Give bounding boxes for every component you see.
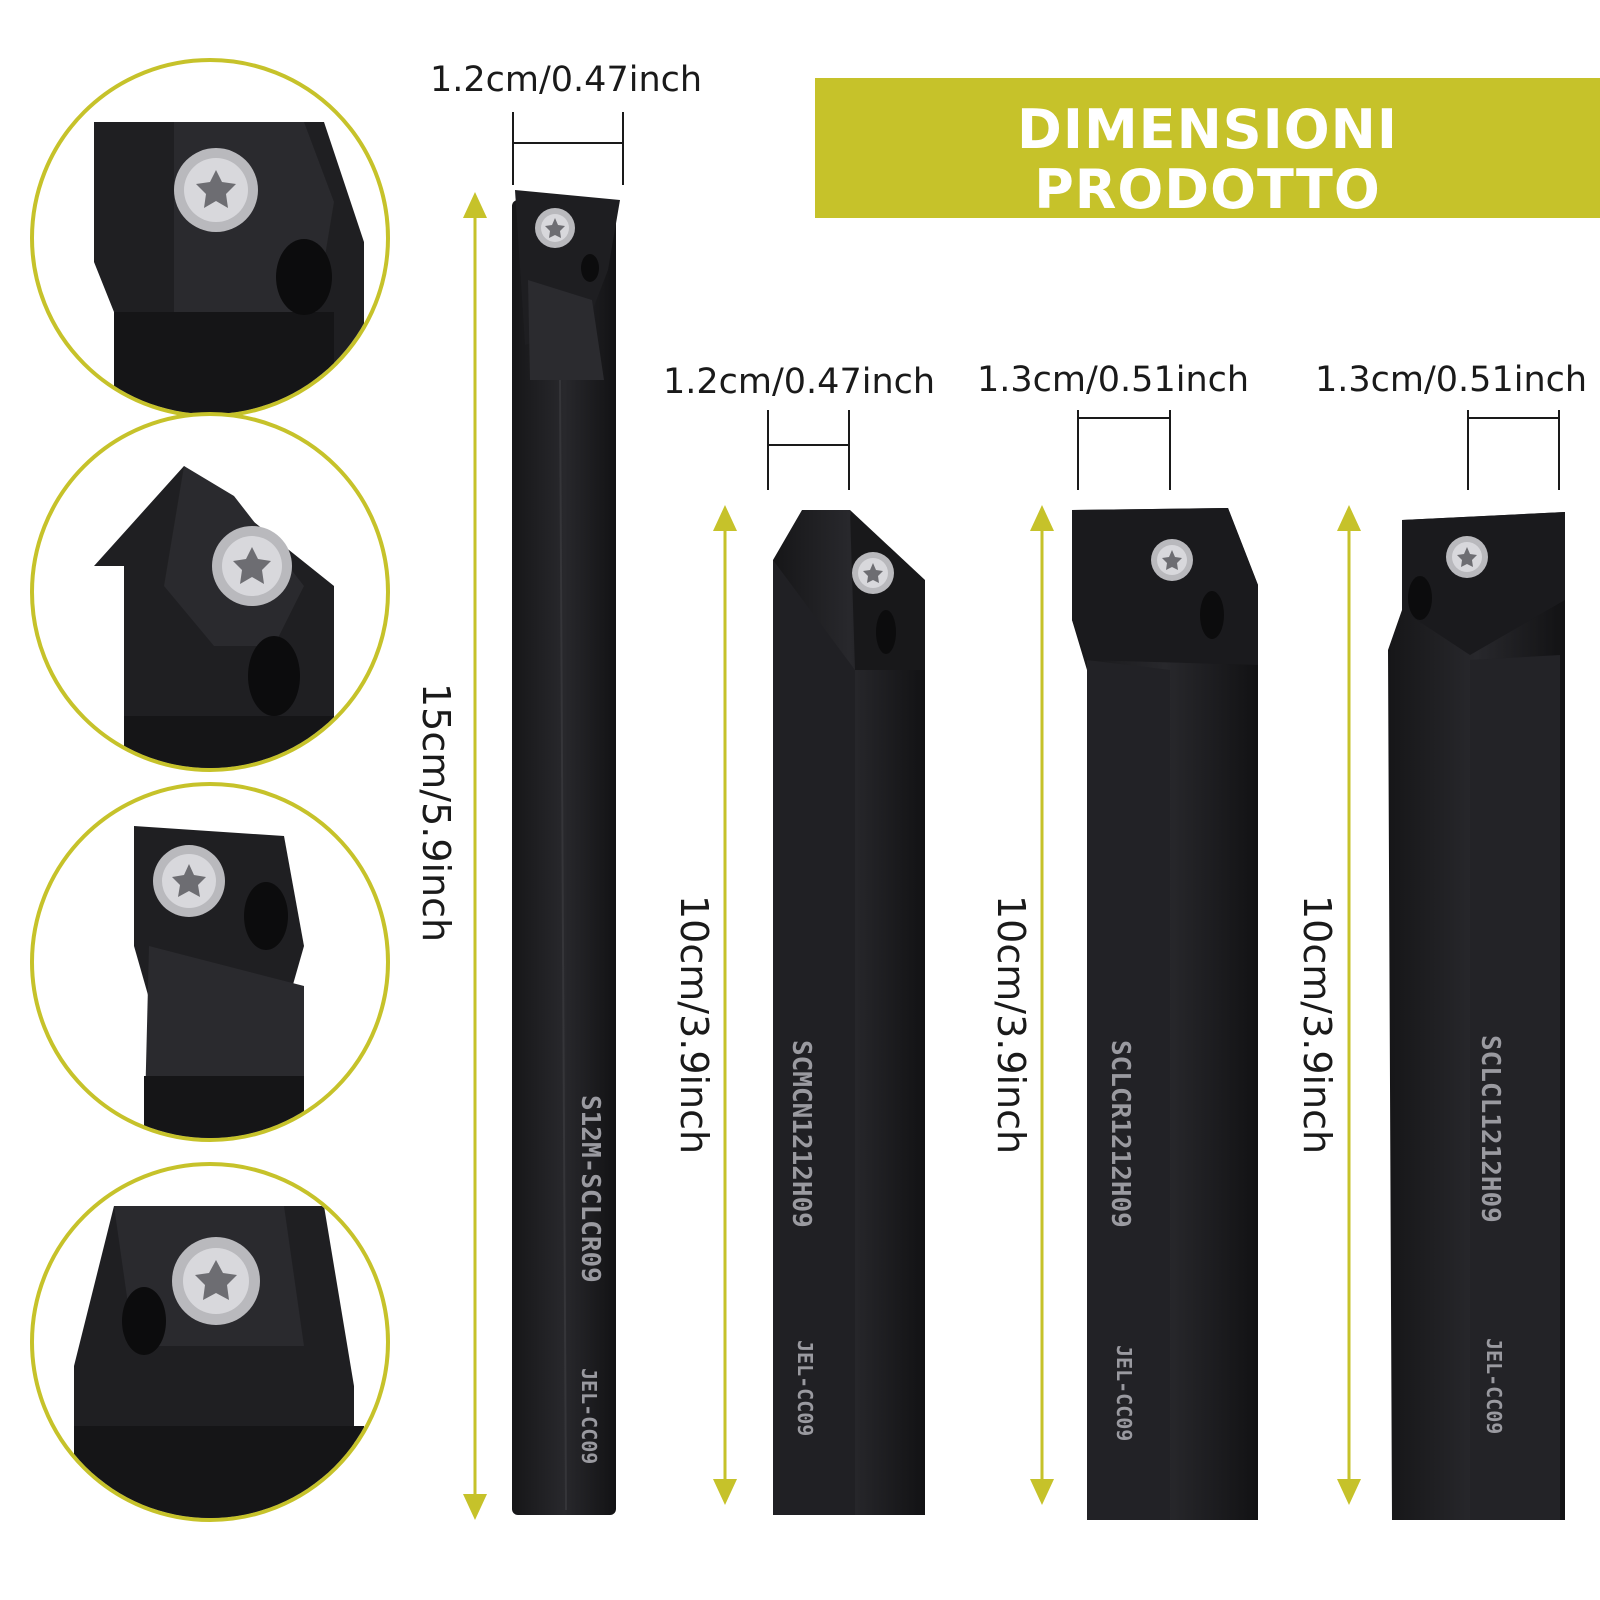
tool-1-model: S12M-SCLCR09 [575,1095,605,1283]
width-label-2: 1.2cm/0.47inch [663,362,936,402]
tool-1-boring-bar [512,190,620,1515]
width-label-1: 1.2cm/0.47inch [430,60,703,100]
width-label-4: 1.3cm/0.51inch [1315,360,1588,400]
banner-title: DIMENSIONI PRODOTTO [815,98,1600,219]
length-arrow-1 [463,192,487,1520]
torx-screw-icon [212,526,292,606]
tool-4-insert: JEL-CC09 [1482,1338,1506,1434]
tool-4-model: SCLCL1212H09 [1475,1035,1505,1223]
length-label-4: 10cm/3.9inch [1295,895,1339,1155]
torx-screw-icon [1446,536,1488,578]
length-arrow-4 [1337,505,1361,1505]
length-label-2: 10cm/3.9inch [672,895,716,1155]
tool-4-holder [1388,512,1565,1520]
banner-line-2: PRODOTTO [1034,158,1381,219]
torx-screw-icon [153,845,225,917]
length-label-1: 15cm/5.9inch [414,683,458,943]
tool-2-holder [773,510,925,1515]
length-arrow-3 [1030,505,1054,1505]
detail-circle-2 [30,412,390,772]
length-arrow-2 [713,505,737,1505]
title-banner: DIMENSIONI PRODOTTO [815,78,1600,218]
tool-2-insert: JEL-CC09 [793,1340,817,1436]
torx-screw-icon [172,1237,260,1325]
torx-screw-icon [174,148,258,232]
width-bracket-3 [1077,410,1171,490]
width-bracket-2 [767,410,850,490]
width-bracket-4 [1467,410,1560,490]
detail-circle-4 [30,1162,390,1522]
tool-3-insert: JEL-CC09 [1112,1345,1136,1441]
banner-line-1: DIMENSIONI [1017,98,1398,161]
width-label-3: 1.3cm/0.51inch [977,360,1250,400]
tool-2-model: SCMCN1212H09 [786,1040,816,1228]
tool-3-model: SCLCR1212H09 [1105,1040,1135,1228]
detail-circle-3 [30,782,390,1142]
length-label-3: 10cm/3.9inch [989,895,1033,1155]
width-bracket-1 [512,112,624,185]
detail-circle-1 [30,58,390,418]
torx-screw-icon [1151,539,1193,581]
torx-screw-icon [535,208,575,248]
torx-screw-icon [852,552,894,594]
tool-1-insert: JEL-CC09 [577,1368,601,1464]
tool-3-holder [1072,508,1258,1520]
